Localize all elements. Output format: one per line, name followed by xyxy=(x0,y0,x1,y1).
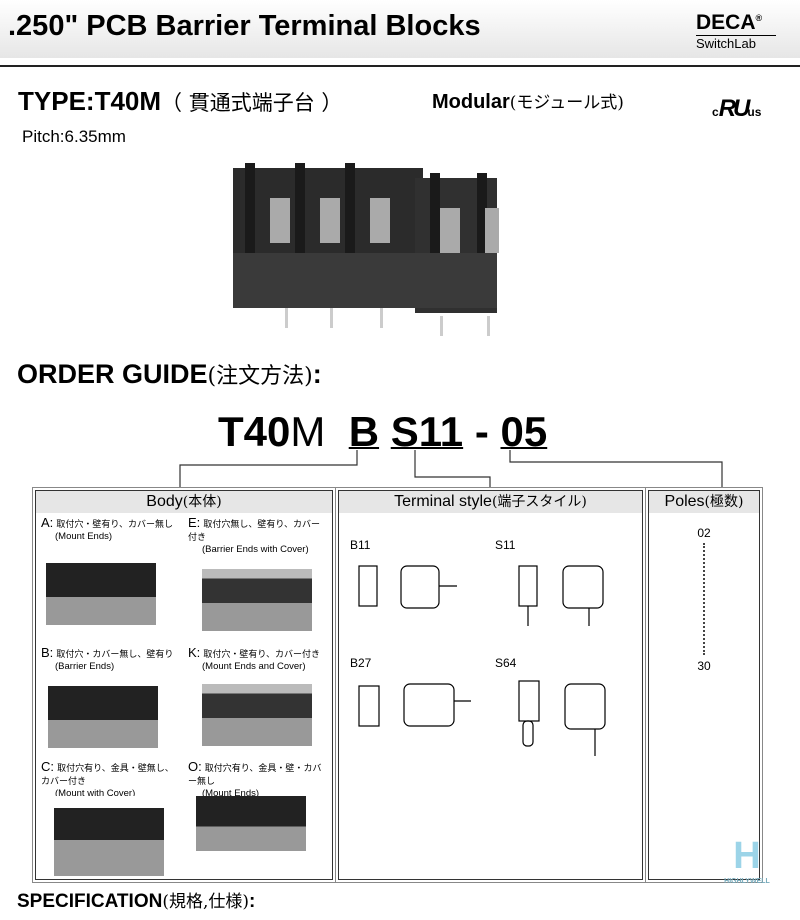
brand-name: DECA xyxy=(696,11,756,34)
body-e-image xyxy=(202,569,312,631)
type-jp: （ 貫通式端子台 ） xyxy=(161,91,343,115)
body-o-image xyxy=(196,796,306,851)
terminal-b27[interactable]: B27 xyxy=(350,656,372,670)
terminal-title: Terminal style xyxy=(394,493,492,510)
modular-label: Modular(モジュール式) xyxy=(432,88,624,114)
body-option-b[interactable]: B: 取付穴・カバー無し、壁有り(Barrier Ends) xyxy=(41,645,174,672)
body-panel: Body(本体) A: 取付穴・壁有り、カバー無し(Mount Ends) E:… xyxy=(35,490,333,880)
type-label: TYPE:T40M xyxy=(18,86,162,116)
spec-title: SPECIFICATION xyxy=(17,891,163,912)
spec-jp: (規格,仕様) xyxy=(162,892,249,912)
modular-text: Modular xyxy=(432,91,510,113)
terminal-s64[interactable]: S64 xyxy=(495,656,517,670)
product-photo xyxy=(233,163,499,336)
poles-jp: (極数) xyxy=(704,494,744,510)
connector-lines xyxy=(179,450,723,490)
type-heading: TYPE:T40M（ 貫通式端子台 ） xyxy=(18,86,342,117)
order-code: T40M B S11 - 05 xyxy=(218,408,547,456)
poles-title: Poles xyxy=(664,493,705,510)
code-series: T40 xyxy=(218,408,291,455)
code-m: M xyxy=(290,408,326,455)
brand-logo: DECA® SwitchLab xyxy=(696,6,776,52)
pitch: Pitch:6.35mm xyxy=(22,127,126,146)
poles-min[interactable]: 02 xyxy=(697,526,711,540)
poles-panel: Poles(極数) 02 30 xyxy=(648,490,760,880)
spec-colon: : xyxy=(249,891,256,912)
code-dash: - xyxy=(474,408,489,455)
terminal-style-panel: Terminal style(端子スタイル) B11 S11 B27 S64 xyxy=(338,490,643,880)
terminal-drawings xyxy=(358,565,606,756)
ul-cert-icon: cRUus xyxy=(712,95,762,122)
poles-max[interactable]: 30 xyxy=(697,659,711,673)
poles-header: Poles(極数) xyxy=(649,491,759,513)
body-b-image xyxy=(48,686,158,748)
body-option-k[interactable]: K: 取付穴・壁有り、カバー付き(Mount Ends and Cover) xyxy=(188,645,321,672)
brand-sub: SwitchLab xyxy=(696,36,756,51)
body-c-image xyxy=(54,796,164,876)
registered-mark: ® xyxy=(755,13,763,23)
body-jp: (本体) xyxy=(182,494,222,510)
body-title: Body xyxy=(146,493,183,510)
header-band xyxy=(0,0,800,58)
code-body: B xyxy=(348,408,380,455)
order-colon: : xyxy=(312,359,322,389)
code-terminal: S11 xyxy=(390,408,464,455)
body-option-a[interactable]: A: 取付穴・壁有り、カバー無し(Mount Ends) xyxy=(41,515,174,542)
terminal-jp: (端子スタイル) xyxy=(491,494,587,510)
poles-range-dots xyxy=(703,543,705,655)
cert-c: c xyxy=(712,105,719,119)
order-title: ORDER GUIDE xyxy=(17,359,208,389)
order-guide-heading: ORDER GUIDE(注文方法): xyxy=(17,358,322,390)
page-title: .250" PCB Barrier Terminal Blocks xyxy=(8,10,481,42)
body-option-e[interactable]: E: 取付穴無し、壁有り、カバー付き(Barrier Ends with Cov… xyxy=(188,515,321,555)
terminal-s11[interactable]: S11 xyxy=(495,538,516,552)
body-header: Body(本体) xyxy=(36,491,332,513)
divider xyxy=(0,65,800,67)
modular-jp: (モジュール式) xyxy=(509,93,624,113)
code-poles: 05 xyxy=(500,408,548,455)
body-option-c[interactable]: C: 取付穴有り、金具・壁無し、カバー付き(Mount with Cover) xyxy=(41,759,174,799)
body-k-image xyxy=(202,684,312,746)
terminal-header: Terminal style(端子スタイル) xyxy=(339,491,642,513)
specification-heading: SPECIFICATION(規格,仕様): xyxy=(17,887,255,913)
body-option-o[interactable]: O: 取付穴有り、金具・壁・カバー無し(Mount Ends) xyxy=(188,759,322,799)
terminal-b11[interactable]: B11 xyxy=(350,538,371,552)
order-jp: (注文方法) xyxy=(207,364,313,389)
cert-us: us xyxy=(747,105,762,119)
body-a-image xyxy=(46,563,156,625)
